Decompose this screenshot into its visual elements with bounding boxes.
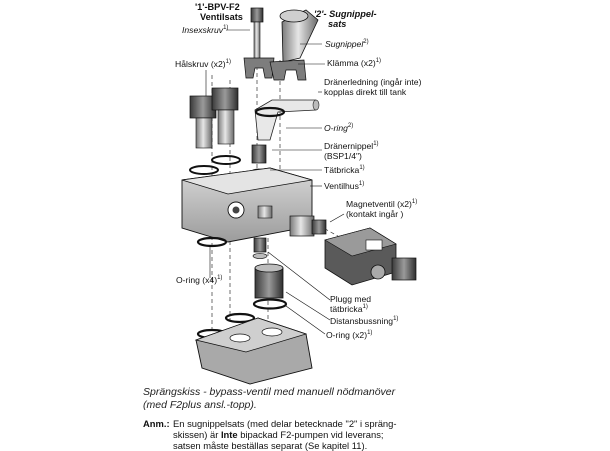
label-magnetventil-2: (kontakt ingår ) — [346, 209, 404, 219]
label-plugg-2: tätbricka1) — [330, 304, 368, 314]
label-ventilhus: Ventilhus1) — [324, 181, 365, 191]
label-insexskruv: Insexskruv1) — [182, 25, 229, 35]
label-dranerledning-2: kopplas direkt till tank — [324, 87, 407, 97]
note-line-1: En sugnippelsats (med delar betecknade "… — [173, 418, 397, 429]
caption-line-2: (med F2plus ansl.-topp). — [143, 398, 257, 411]
pump-top-part — [194, 317, 313, 385]
label-halskruv: Hålskruv (x2)1) — [175, 59, 231, 69]
leader-lines — [205, 29, 345, 335]
set2-subtitle: sats — [328, 19, 347, 29]
set2-title: '2'- Sugnippel- — [314, 9, 377, 19]
set1-subtitle: Ventilsats — [200, 12, 243, 22]
halskruv-part — [189, 87, 239, 149]
figure-caption: Sprängskiss - bypass-ventil med manuell … — [143, 386, 395, 411]
halskruv-orings — [189, 155, 241, 175]
insexskruv-part — [250, 7, 264, 65]
oring-top-part — [254, 106, 286, 118]
set1-title: '1'-BPV-F2 — [195, 2, 240, 12]
exploded-view-diagram — [181, 7, 417, 385]
label-oring-top: O-ring2) — [324, 123, 354, 133]
label-dranernippel-2: (BSP1/4") — [324, 151, 362, 161]
label-magnetventil-1: Magnetventil (x2)1) — [346, 199, 418, 209]
sugnippel-part — [279, 9, 319, 63]
label-oring-x2: O-ring (x2)1) — [326, 330, 373, 340]
plugg-part — [252, 237, 268, 259]
label-dranerledning-1: Dränerledning (ingår inte) — [324, 77, 422, 87]
note-emphasis: Inte — [220, 429, 238, 440]
magnetventil-part — [289, 215, 417, 286]
label-tatbricka: Tätbricka1) — [324, 165, 365, 175]
label-oring-x4: O-ring (x4)1) — [176, 275, 223, 285]
dranerledning-part — [254, 99, 320, 141]
distansbussning-part — [254, 263, 284, 299]
label-klamma: Klämma (x2)1) — [327, 58, 382, 68]
note-line-2: skissen) är Inte bipackad F2-pumpen vid … — [173, 429, 384, 440]
label-distansbussning: Distansbussning1) — [330, 316, 399, 326]
oring-x2-part — [224, 298, 288, 324]
label-sugnippel: Sugnippel2) — [325, 39, 369, 49]
label-dranernippel-1: Dränernippel1) — [324, 141, 379, 151]
klamma-part — [243, 57, 307, 81]
caption-line-1: Sprängskiss - bypass-ventil med manuell … — [143, 386, 396, 398]
label-plugg-1: Plugg med — [330, 294, 372, 304]
note-label: Anm.: — [143, 418, 170, 429]
note-line-3: satsen måste beställas separat (Se kapit… — [173, 440, 368, 451]
